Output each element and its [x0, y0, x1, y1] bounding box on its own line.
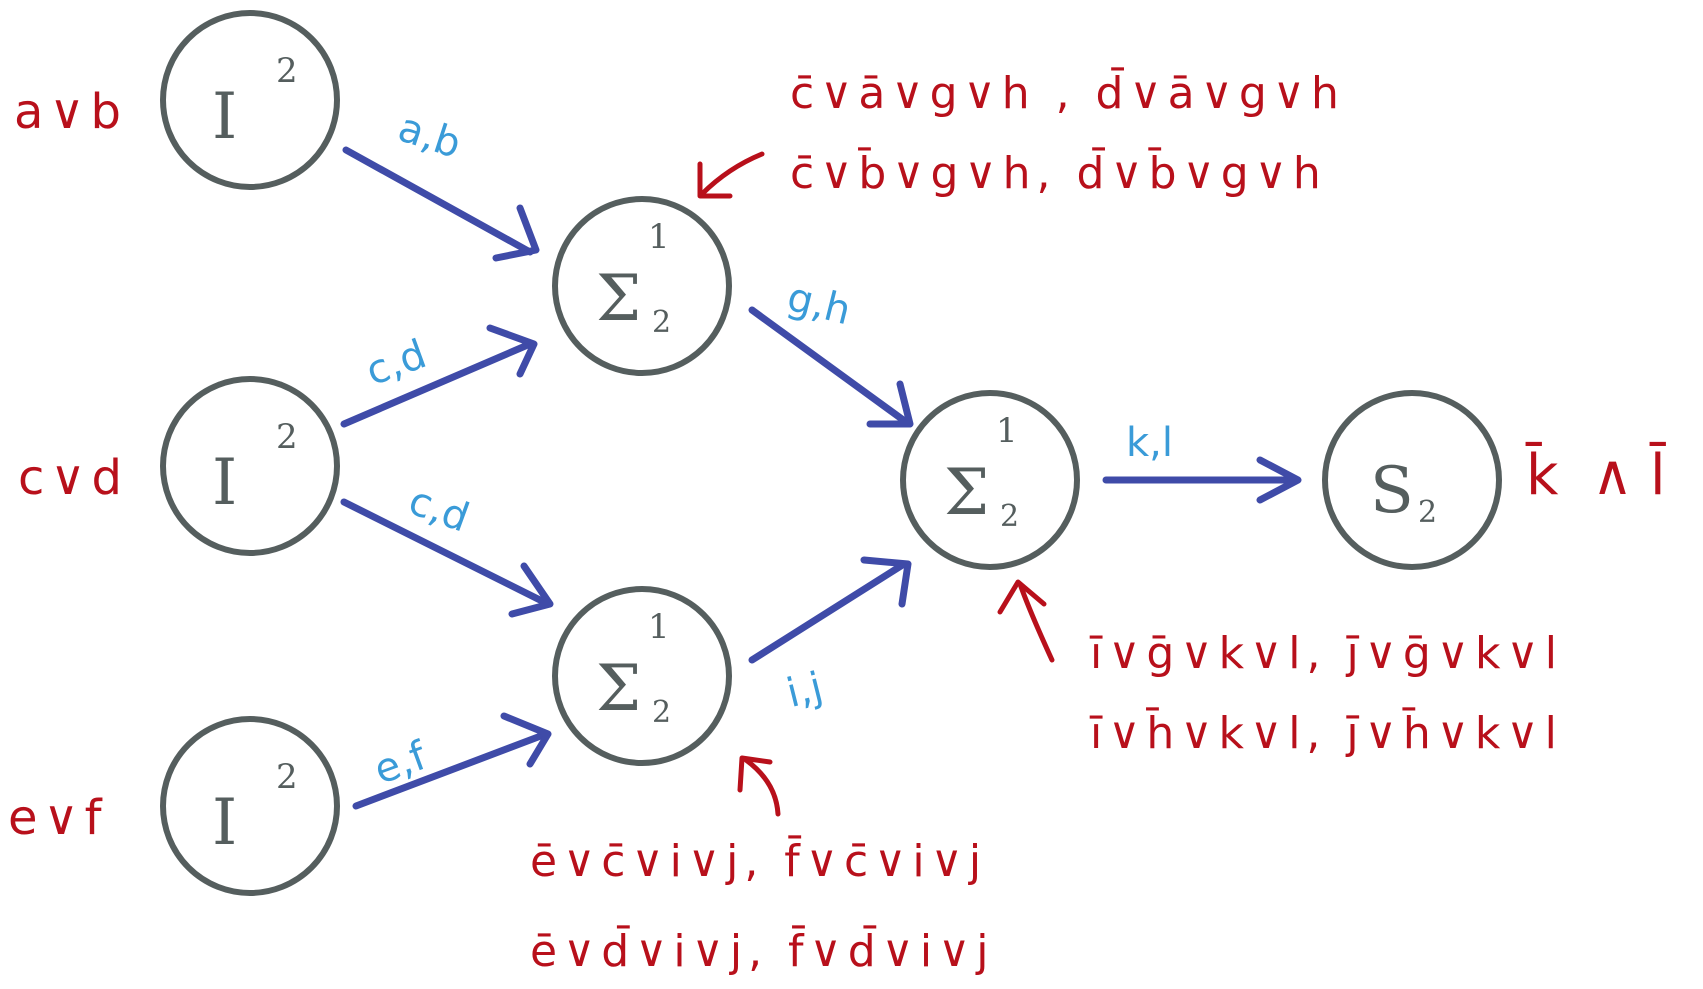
node-i2-sup: 2 — [276, 417, 298, 457]
node-i3-sup: 2 — [276, 757, 298, 797]
clauses-top: c̄∨ā∨g∨h , d̄∨ā∨g∨h c̄∨b̄∨g∨h, d̄∨b̄∨g∨h — [697, 66, 1345, 199]
clauses-bottom: ē∨c̄∨i∨j, f̄∨c̄∨i∨j ē∨d̄∨i∨j, f̄∨d̄∨i∨j — [530, 755, 995, 977]
edge-sigma-right-to-s2 — [1102, 456, 1302, 504]
edge-label-cd-top: c,d — [360, 331, 432, 395]
node-i1-sup: 2 — [276, 51, 298, 91]
node-s2: S 2 — [1322, 390, 1502, 570]
node-sigma-right-sup: 1 — [996, 411, 1018, 451]
input-label-i2: c∨d — [18, 450, 128, 506]
node-sigma-bottom: Σ 1 2 — [552, 586, 732, 766]
node-sigma-right-main: Σ — [944, 456, 989, 530]
node-s2-main: S — [1370, 454, 1414, 528]
node-sigma-top-sub: 2 — [652, 305, 671, 340]
node-sigma-bottom-sub: 2 — [652, 695, 671, 730]
input-label-i3: e∨f — [8, 790, 108, 846]
edge-i1-to-sigma-top — [342, 146, 540, 262]
edge-i2-to-sigma-top — [340, 324, 538, 428]
edge-i3-to-sigma-bottom — [352, 712, 552, 810]
clause-top-line-2: c̄∨b̄∨g∨h, d̄∨b̄∨g∨h — [790, 146, 1327, 199]
clause-right-line-2: ī∨h̄∨k∨l, j̄∨h̄∨k∨l — [1089, 706, 1563, 759]
node-sigma-bottom-sup: 1 — [648, 607, 670, 647]
node-sigma-right: Σ 1 2 — [900, 390, 1080, 570]
node-sigma-bottom-main: Σ — [596, 652, 641, 726]
node-i3: I 2 — [160, 716, 340, 896]
node-i1: I 2 — [160, 10, 340, 190]
node-sigma-top: Σ 1 2 — [552, 196, 732, 376]
edge-sigma-bottom-to-sigma-right — [748, 556, 912, 664]
edge-label-ij: i,j — [782, 664, 827, 717]
edge-i2-to-sigma-bottom — [340, 498, 554, 618]
clause-right-line-1: ī∨ḡ∨k∨l, j̄∨ḡ∨k∨l — [1089, 628, 1563, 679]
clause-top-line-1: c̄∨ā∨g∨h , d̄∨ā∨g∨h — [790, 66, 1345, 119]
edge-label-kl: k,l — [1126, 420, 1173, 466]
node-s2-sub: 2 — [1418, 495, 1437, 530]
node-i3-main: I — [212, 786, 237, 860]
node-sigma-top-main: Σ — [596, 262, 641, 336]
node-i2: I 2 — [160, 376, 340, 556]
output-op: ∧ — [1592, 443, 1639, 508]
node-sigma-right-sub: 2 — [1000, 499, 1019, 534]
clause-bottom-line-2: ē∨d̄∨i∨j, f̄∨d̄∨i∨j — [530, 924, 995, 977]
node-i1-main: I — [212, 80, 237, 154]
edge-label-ef: e,f — [368, 733, 433, 794]
edge-label-cd-bottom: c,d — [403, 478, 475, 542]
edge-label-gh: g,h — [783, 274, 856, 334]
input-label-i1: a∨b — [14, 84, 127, 140]
node-i2-main: I — [212, 446, 237, 520]
output-right: l̄ — [1649, 443, 1672, 508]
clauses-right: ī∨ḡ∨k∨l, j̄∨ḡ∨k∨l ī∨h̄∨k∨l, j̄∨h̄∨k∨l — [997, 579, 1563, 759]
edge-sigma-top-to-sigma-right — [748, 306, 914, 428]
output-label: k̄ ∧ l̄ — [1525, 443, 1672, 508]
clause-bottom-line-1: ē∨c̄∨i∨j, f̄∨c̄∨i∨j — [530, 834, 987, 887]
edge-label-ab: a,b — [393, 105, 467, 168]
output-left: k̄ — [1525, 443, 1565, 508]
node-sigma-top-sup: 1 — [648, 217, 670, 257]
